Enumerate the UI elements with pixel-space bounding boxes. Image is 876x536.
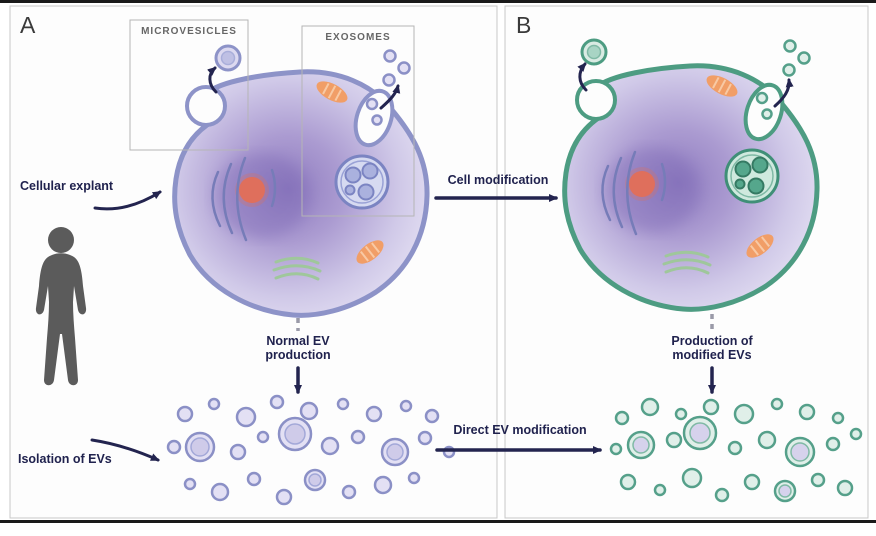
cell-a [175,72,427,316]
panel-a-letter: A [20,12,36,38]
multivesicular-body-a [334,154,390,210]
exosomes-free-a [382,49,411,87]
ev-cluster-a [166,394,456,506]
isolation-label: Isolation of EVs [18,452,112,466]
pocket-exosome [755,91,769,105]
cellular-explant-label: Cellular explant [20,179,114,193]
normal-ev-label-line2: production [265,348,330,362]
microvesicle-b [580,38,608,66]
exosomes-free-b [782,39,811,77]
exosome-arrow-b [773,78,794,108]
multivesicular-body-b [724,148,780,204]
pocket-exosome [371,114,383,126]
exosomes-label: EXOSOMES [325,32,390,43]
exosomes-bracket [301,25,415,217]
microvesicle-arrow-b [577,62,588,92]
ev-cluster-b [609,397,863,503]
top-rule [0,0,876,3]
cellular-explant-arrow [93,190,162,211]
panel-b-letter: B [516,12,531,38]
production-modified-label-line1: Production of [671,334,753,348]
isolation-arrow [90,438,160,462]
pocket-exosome [761,108,773,120]
cell-b [565,66,817,310]
microvesicles-bracket [129,19,249,151]
pocket-exosome [365,97,379,111]
normal-ev-label-line1: Normal EV [266,334,330,348]
production-modified-label-line2: modified EVs [672,348,751,362]
cell-a-budding-cup [185,85,227,127]
direct-ev-modification-label: Direct EV modification [453,423,586,437]
bottom-rule [0,520,876,523]
human-silhouette [35,227,87,386]
microvesicle-a [214,44,242,72]
cell-modification-label: Cell modification [448,173,549,187]
microvesicles-label: MICROVESICLES [141,26,237,37]
microvesicle-arrow-a [207,66,218,94]
exosome-arrow-a [379,84,401,110]
